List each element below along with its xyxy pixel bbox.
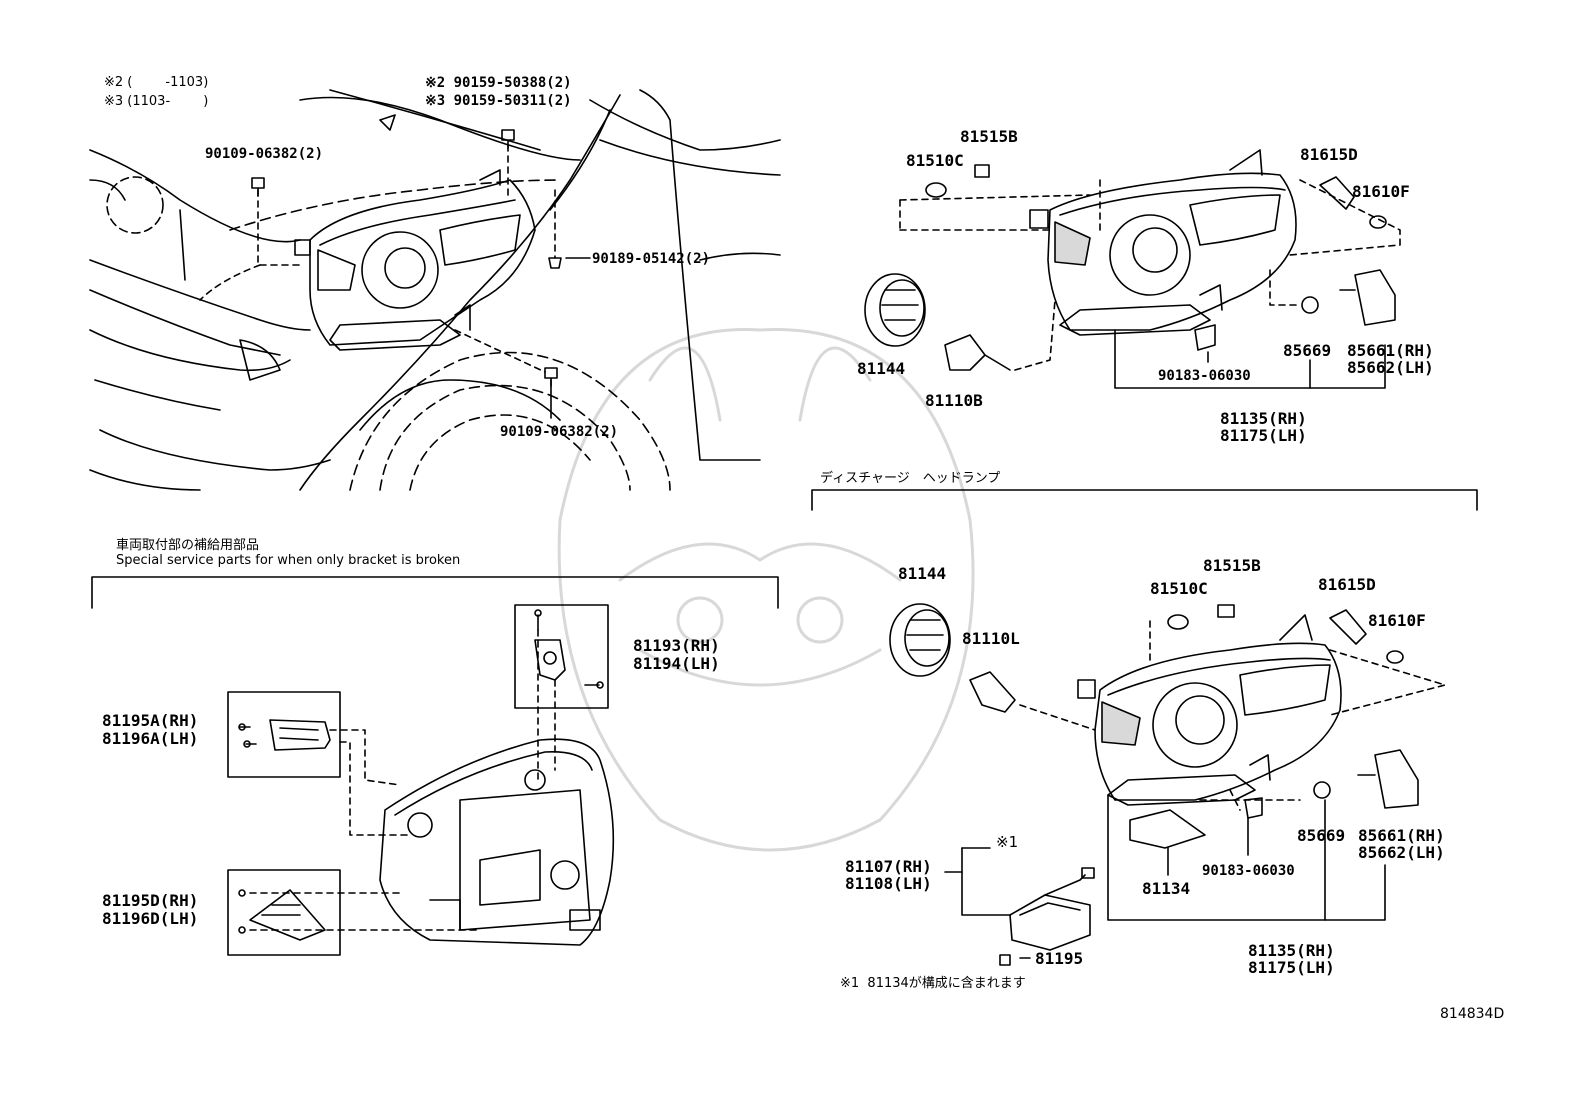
bolt-icon [251, 177, 265, 197]
part-label-81175: 81175(LH) [1220, 426, 1307, 445]
leveling-motor [1339, 269, 1396, 326]
part-label-90159-50388: ※2 90159-50388(2) [425, 75, 572, 91]
section-title-special-jp: 車両取付部の補給用部品 [116, 538, 260, 553]
bulb-icon [1319, 176, 1355, 210]
note-variant-3: ※3 (1103- ) [104, 94, 209, 109]
part-label-90183-06030: 90183-06030 [1158, 368, 1251, 384]
headlamp-rear-view [379, 738, 615, 946]
watermark-emblem [557, 328, 975, 852]
part-label-81144-discharge: 81144 [898, 564, 947, 583]
part-label-81194: 81194(LH) [633, 654, 720, 673]
part-label-81510C-discharge: 81510C [1150, 579, 1208, 598]
part-label-81107: 81107(RH) [845, 857, 932, 876]
part-label-81196A: 81196A(LH) [102, 729, 199, 748]
leader-dashes-bottom-left [249, 629, 556, 931]
bracket-81195A [238, 719, 331, 751]
leader-dashes-top-right [899, 179, 1401, 371]
part-label-85669: 85669 [1283, 341, 1332, 360]
seal-ring [1301, 296, 1319, 314]
section-title-special-en: Special service parts for when only brac… [116, 553, 461, 568]
bulb-icon [969, 671, 1016, 713]
part-label-90109-06382-lower: 90109-06382(2) [500, 424, 619, 440]
bracket-81195D [238, 889, 326, 941]
part-label-81134: 81134 [1142, 879, 1191, 898]
part-label-81195: 81195 [1035, 949, 1084, 968]
section-title-discharge: ディスチャージ ヘッドランプ [820, 471, 1001, 486]
headlamp-assembly-drawing [1077, 614, 1342, 806]
part-label-81615D: 81615D [1300, 145, 1358, 164]
part-label-81615D-discharge: 81615D [1318, 575, 1376, 594]
part-label-90159-50311: ※3 90159-50311(2) [425, 93, 572, 109]
part-label-81515B: 81515B [960, 127, 1018, 146]
part-label-81610F-discharge: 81610F [1368, 611, 1426, 630]
part-label-81196D: 81196D(LH) [102, 909, 199, 928]
part-label-85662: 85662(LH) [1347, 358, 1434, 377]
vehicle-front-drawing [89, 89, 781, 491]
part-label-81515B-discharge: 81515B [1203, 556, 1261, 575]
bolt-icon [999, 954, 1011, 966]
bolt-icon [501, 129, 515, 149]
part-label-81135-discharge: 81135(RH) [1248, 941, 1335, 960]
diagram-code: 814834D [1440, 1006, 1505, 1022]
leader-dashes-top-left [199, 144, 556, 373]
part-label-81195A: 81195A(RH) [102, 711, 199, 730]
bulb-icon [944, 334, 1011, 371]
bolt-icon [974, 164, 990, 178]
footnote-81134: ※1 81134が構成に含まれます [840, 976, 1026, 991]
headlamp-assembly-drawing [1029, 149, 1297, 336]
leader-dashes-bottom-right [1019, 619, 1446, 811]
connector-cover-81144 [864, 273, 926, 347]
part-label-81110L: 81110L [962, 629, 1020, 648]
part-label-85662-discharge: 85662(LH) [1358, 843, 1445, 862]
part-label-81110B: 81110B [925, 391, 983, 410]
marker-note-1: ※1 [996, 833, 1019, 851]
headlamp-assembly-drawing [294, 169, 536, 351]
part-label-90109-06382: 90109-06382(2) [205, 146, 324, 162]
part-label-90183-06030-discharge: 90183-06030 [1202, 863, 1295, 879]
part-label-81510C: 81510C [906, 151, 964, 170]
note-variant-2: ※2 ( -1103) [104, 75, 209, 90]
part-label-90189-05142: 90189-05142(2) [592, 251, 711, 267]
part-label-81175-discharge: 81175(LH) [1248, 958, 1335, 977]
leveling-motor [1357, 749, 1419, 809]
bolt-icon [1217, 604, 1235, 618]
connector-cover-81144 [889, 603, 951, 677]
part-label-81193: 81193(RH) [633, 636, 720, 655]
part-label-85661: 85661(RH) [1347, 341, 1434, 360]
part-label-81610F: 81610F [1352, 182, 1410, 201]
part-label-81108: 81108(LH) [845, 874, 932, 893]
part-label-85661-discharge: 85661(RH) [1358, 826, 1445, 845]
part-label-81135: 81135(RH) [1220, 409, 1307, 428]
bulb-icon [1329, 609, 1367, 645]
part-label-85669-discharge: 85669 [1297, 826, 1346, 845]
bolt-icon [548, 257, 562, 269]
part-label-81144: 81144 [857, 359, 906, 378]
bracket-81193 [534, 609, 604, 689]
part-label-81195D: 81195D(RH) [102, 891, 199, 910]
ballast-unit-drawing [1009, 867, 1095, 951]
seal-ring [1313, 781, 1331, 799]
gasket-81134 [1129, 809, 1206, 849]
